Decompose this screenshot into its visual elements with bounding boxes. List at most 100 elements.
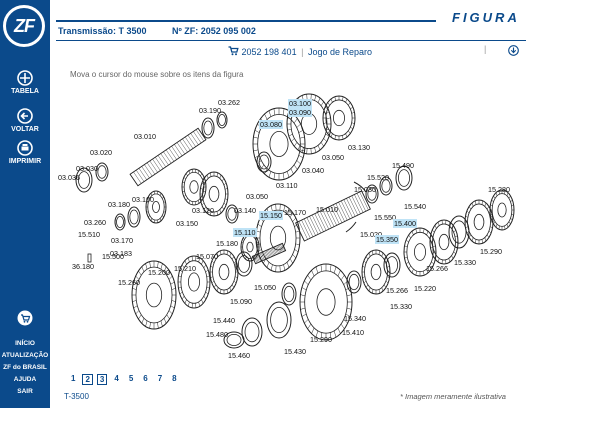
part-label[interactable]: 15.070 <box>196 252 218 261</box>
imprimir-button[interactable]: IMPRIMIR <box>0 140 50 165</box>
part-label[interactable]: 15.180 <box>216 239 238 248</box>
voltar-button[interactable]: VOLTAR <box>0 108 50 133</box>
main-gear-a-tooth <box>260 254 264 259</box>
part-label[interactable]: 03.183 <box>110 249 132 258</box>
part-label[interactable]: 15.010 <box>316 205 338 214</box>
sair-link[interactable]: SAIR <box>17 388 33 395</box>
part-label[interactable]: 15.510 <box>78 230 100 239</box>
part-label[interactable]: 03.170 <box>111 236 133 245</box>
part-label[interactable]: 03.030 <box>76 164 98 173</box>
pin-a <box>87 253 92 263</box>
download-icon[interactable] <box>508 45 519 56</box>
part-label[interactable]: 36.180 <box>72 262 94 271</box>
input-shaft-spline <box>184 136 194 149</box>
page-link-1[interactable]: 1 <box>71 374 76 383</box>
part-label[interactable]: 15.430 <box>284 347 306 356</box>
mid-gear-a-tooth <box>202 177 205 180</box>
part-label[interactable]: 15.550 <box>374 213 396 222</box>
part-code: 15.010 <box>316 205 338 214</box>
page-link-6[interactable]: 6 <box>143 374 148 383</box>
inicio-link[interactable]: INÍCIO <box>15 340 35 347</box>
low-shaft-spline <box>277 245 282 253</box>
part-label[interactable]: 15.266 <box>426 264 448 273</box>
part-label[interactable]: 15.030 <box>354 185 376 194</box>
input-gear-c-tooth <box>330 133 333 138</box>
part-label[interactable]: 15.200 <box>148 268 170 277</box>
part-label[interactable]: 15.170 <box>284 208 306 217</box>
part-label[interactable]: 15.050 <box>254 283 276 292</box>
part-label[interactable]: 15.090 <box>230 297 252 306</box>
part-label[interactable]: 15.150 <box>259 211 283 220</box>
part-label[interactable]: 15.400 <box>393 219 417 228</box>
ajuda-link[interactable]: AJUDA <box>13 376 37 383</box>
part-label[interactable]: 15.460 <box>228 351 250 360</box>
page-link-5[interactable]: 5 <box>128 374 134 383</box>
page-link-3[interactable]: 3 <box>96 374 108 385</box>
part-label[interactable]: 03.160 <box>132 195 154 204</box>
input-cup <box>201 117 215 139</box>
mid-gear-a-tooth <box>183 194 186 197</box>
low-shaft-spline <box>275 246 279 254</box>
page-link-8[interactable]: 8 <box>172 374 177 383</box>
part-label[interactable]: 15.330 <box>454 258 476 267</box>
part-label[interactable]: 15.490 <box>392 161 414 170</box>
part-label[interactable]: 15.520 <box>367 173 389 182</box>
part-label[interactable]: 15.290 <box>310 335 332 344</box>
part-label[interactable]: 15.330 <box>390 302 412 311</box>
page-link-2[interactable]: 2 <box>82 374 93 385</box>
zf-do-brasil-link[interactable]: ZF do BRASIL <box>3 364 47 371</box>
part-label[interactable]: 15.410 <box>342 328 364 337</box>
part-label[interactable]: 15.280 <box>488 185 510 194</box>
part-label[interactable]: 15.266 <box>386 286 408 295</box>
low-ring <box>383 252 401 278</box>
part-label[interactable]: 15.480 <box>206 330 228 339</box>
part-label[interactable]: 15.110 <box>233 228 257 237</box>
part-label[interactable]: 03.020 <box>90 148 112 157</box>
part-label[interactable]: 03.150 <box>176 219 198 228</box>
part-label[interactable]: 03.190 <box>199 106 221 115</box>
part-label[interactable]: 15.350 <box>375 235 399 244</box>
part-label[interactable]: 15.340 <box>344 314 366 323</box>
page-link-7[interactable]: 7 <box>157 374 163 383</box>
part-label[interactable]: 15.260 <box>118 278 140 287</box>
part-label[interactable]: 03.040 <box>302 166 324 175</box>
main-shaft-spline <box>317 212 327 231</box>
part-label[interactable]: 15.500 <box>102 252 124 261</box>
part-label[interactable]: 03.120 <box>192 206 214 215</box>
part-label[interactable]: 03.050 <box>246 192 268 201</box>
zf-logo[interactable]: ZF <box>3 5 45 47</box>
part-label[interactable]: 03.080 <box>259 120 283 129</box>
cart-icon[interactable] <box>228 46 239 56</box>
tabela-button[interactable]: TABELA <box>0 70 50 95</box>
mid-gear-a-outer <box>181 168 207 206</box>
part-label[interactable]: 03.260 <box>84 218 106 227</box>
page-link-4[interactable]: 4 <box>114 374 119 383</box>
cart-circle-icon[interactable] <box>17 310 33 326</box>
part-label[interactable]: 03.090 <box>288 108 312 117</box>
mid-gear-b-tooth <box>200 188 204 190</box>
main-shaft-spline <box>314 213 324 232</box>
part-label[interactable]: 03.010 <box>134 132 156 141</box>
part-code: 03.120 <box>192 206 214 215</box>
part-label[interactable]: 03.110 <box>276 181 297 190</box>
part-label[interactable]: 03.140 <box>234 206 256 215</box>
part-label[interactable]: 15.220 <box>414 284 436 293</box>
part-label[interactable]: 03.100 <box>288 99 312 108</box>
part-code: 03.080 <box>260 120 282 129</box>
part-label[interactable]: 03.036 <box>58 173 80 182</box>
part-label[interactable]: 15.440 <box>213 316 235 325</box>
atualizacao-link[interactable]: ATUALIZAÇÃO <box>1 352 49 359</box>
input-gear-a-tooth <box>299 136 305 139</box>
part-label[interactable]: 15.540 <box>404 202 426 211</box>
low-gear-a-tooth <box>135 310 140 315</box>
part-label[interactable]: 03.050 <box>322 153 344 162</box>
mid-bearing-b-inner <box>116 215 124 228</box>
part-label[interactable]: 15.020 <box>360 230 382 239</box>
kit-label[interactable]: Jogo de Reparo <box>307 47 372 57</box>
part-label[interactable]: 03.130 <box>348 143 370 152</box>
part-label[interactable]: 15.290 <box>480 247 502 256</box>
part-label[interactable]: 03.180 <box>108 200 130 209</box>
input-gear-a-bore <box>269 131 289 158</box>
part-label[interactable]: 03.262 <box>218 98 240 107</box>
part-label[interactable]: 15.210 <box>174 264 196 273</box>
